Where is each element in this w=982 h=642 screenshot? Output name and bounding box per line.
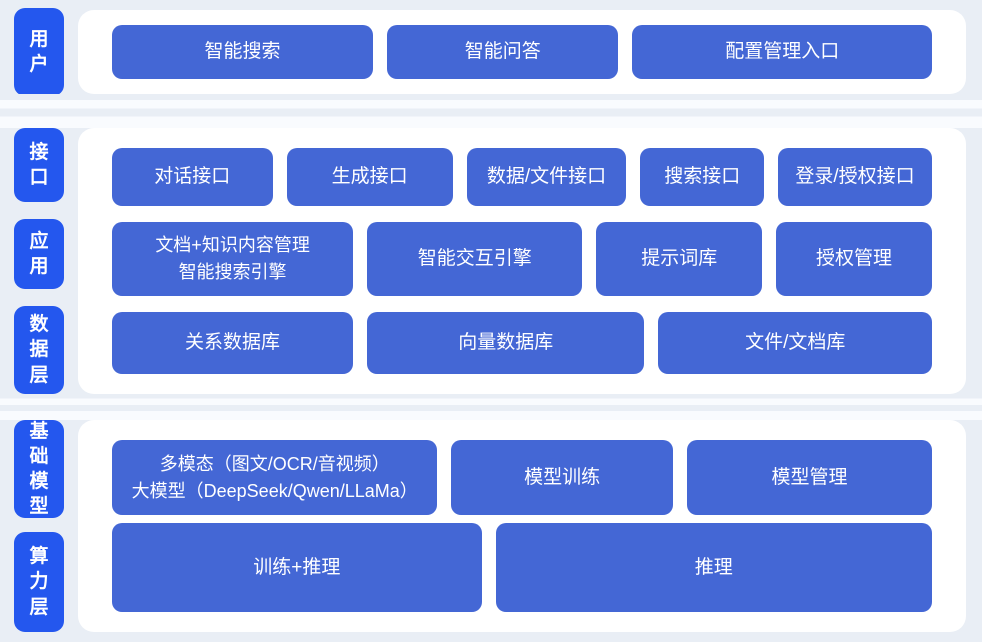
layer-label-application: 应用 [14,219,64,289]
section-user-layer: 用户 智能搜索 智能问答 配置管理入口 [14,8,966,96]
layer-pill-column: 用户 [14,8,64,96]
layer-label-data-layer: 数据层 [14,306,64,394]
block-vector-database: 向量数据库 [367,312,645,374]
section-divider [0,94,982,128]
block-config-management-entry: 配置管理入口 [632,25,932,79]
block-file-document-library: 文件/文档库 [658,312,932,374]
block-training-inference: 训练+推理 [112,523,482,612]
layer-label-user: 用户 [14,8,64,96]
block-smart-qa: 智能问答 [387,25,619,79]
layer-label-compute-layer-text: 算力层 [29,546,49,618]
layer-label-foundation-model-text: 基础模型 [29,420,49,518]
layer-label-data-layer-text: 数据层 [29,314,49,386]
block-prompt-library: 提示词库 [596,222,763,296]
section-middle-layers: 接口 应用 数据层 对话接口 生成接口 数据/文件接口 搜索接口 登录/授权接口… [14,128,966,394]
block-data-file-api: 数据/文件接口 [466,148,627,206]
block-dialog-api: 对话接口 [112,148,273,206]
block-relational-database: 关系数据库 [112,312,354,374]
block-auth-management: 授权管理 [776,222,932,296]
block-model-training: 模型训练 [451,440,673,515]
block-multimodal-llm: 多模态（图文/OCR/音视频） 大模型（DeepSeek/Qwen/LLaMa） [112,440,438,515]
interface-row: 对话接口 生成接口 数据/文件接口 搜索接口 登录/授权接口 [112,148,932,206]
block-smart-search: 智能搜索 [112,25,374,79]
block-login-auth-api: 登录/授权接口 [778,148,932,206]
block-search-api: 搜索接口 [640,148,765,206]
foundation-model-row: 多模态（图文/OCR/音视频） 大模型（DeepSeek/Qwen/LLaMa）… [112,440,932,515]
layer-label-application-text: 应用 [29,230,49,277]
layer-label-user-text: 用户 [29,28,49,75]
block-model-management: 模型管理 [686,440,932,515]
block-smart-interaction-engine: 智能交互引擎 [367,222,583,296]
block-doc-knowledge-management: 文档+知识内容管理 智能搜索引擎 [112,222,354,296]
layer-label-compute-layer: 算力层 [14,532,64,632]
layer-pill-column: 基础模型 算力层 [14,420,64,632]
compute-layer-row: 训练+推理 推理 [112,523,932,612]
user-layer-panel: 智能搜索 智能问答 配置管理入口 [78,10,966,94]
layer-pill-column: 接口 应用 数据层 [14,128,64,394]
layer-label-foundation-model: 基础模型 [14,420,64,518]
middle-layers-panel: 对话接口 生成接口 数据/文件接口 搜索接口 登录/授权接口 文档+知识内容管理… [78,128,966,394]
bottom-layers-panel: 多模态（图文/OCR/音视频） 大模型（DeepSeek/Qwen/LLaMa）… [78,420,966,632]
application-row: 文档+知识内容管理 智能搜索引擎 智能交互引擎 提示词库 授权管理 [112,222,932,296]
layer-label-interface: 接口 [14,128,64,202]
layer-label-interface-text: 接口 [29,141,49,188]
user-layer-row: 智能搜索 智能问答 配置管理入口 [112,25,932,79]
section-divider [0,394,982,420]
section-bottom-layers: 基础模型 算力层 多模态（图文/OCR/音视频） 大模型（DeepSeek/Qw… [14,420,966,632]
block-inference: 推理 [495,523,932,612]
data-layer-row: 关系数据库 向量数据库 文件/文档库 [112,312,932,374]
block-generation-api: 生成接口 [286,148,453,206]
